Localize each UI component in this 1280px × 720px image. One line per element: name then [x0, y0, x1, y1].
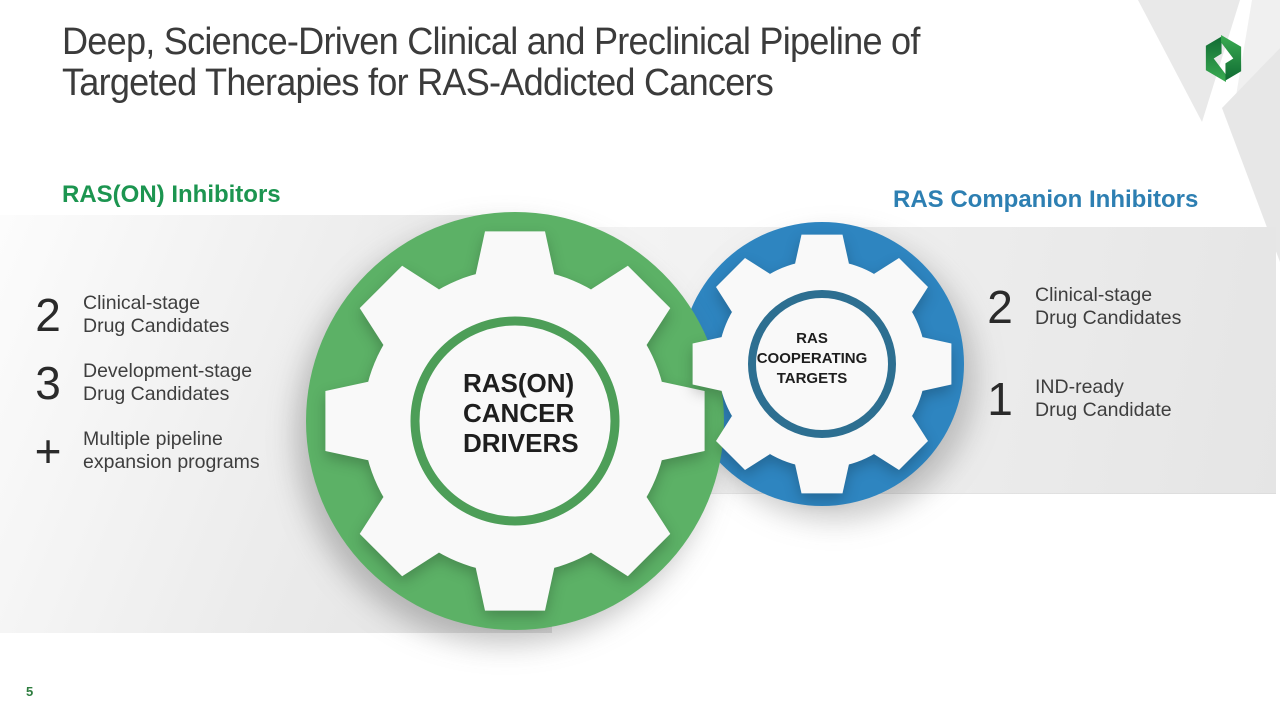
title-line-2: Targeted Therapies for RAS-Addicted Canc… [62, 62, 774, 104]
corner-decoration [1138, 0, 1280, 262]
stat-label: Multiple pipeline expansion programs [83, 428, 260, 473]
blue-gear-label-line1: RAS [796, 330, 828, 347]
corner-facet-2 [1236, 0, 1280, 96]
stat-value: + [34, 425, 62, 477]
green-gear-label-line1: RAS(ON) [463, 368, 575, 398]
green-gear-ring [410, 316, 620, 526]
stat-row: 1 IND-ready Drug Candidate [976, 376, 1181, 422]
stat-label: Clinical-stage Drug Candidates [1035, 284, 1182, 329]
blue-gear-label-line3: TARGETS [776, 370, 848, 387]
stat-value: 1 [987, 373, 1013, 425]
stat-value: 2 [987, 281, 1013, 333]
corner-facet-3 [1222, 48, 1280, 262]
stat-label: Development-stage Drug Candidates [83, 360, 253, 405]
right-stat-list: 2 Clinical-stage Drug Candidates 1 IND-r… [976, 284, 1181, 468]
page-number: 5 [26, 684, 34, 699]
stat-row: 3 Development-stage Drug Candidates [24, 360, 260, 406]
stat-row: + Multiple pipeline expansion programs [24, 428, 260, 474]
stat-value: 3 [35, 357, 61, 409]
corner-facet-1 [1138, 0, 1240, 122]
stat-row: 2 Clinical-stage Drug Candidates [976, 284, 1181, 330]
blue-gear-ring [748, 290, 896, 438]
green-gear-label: RAS(ON) CANCER DRIVERS [463, 368, 579, 458]
stat-label: IND-ready Drug Candidate [1035, 376, 1172, 421]
blue-gear-label-line2: COOPERATING [756, 350, 868, 367]
blue-gear-label: RAS COOPERATING TARGETS [728, 329, 896, 389]
stat-row: 2 Clinical-stage Drug Candidates [24, 292, 260, 338]
left-section-heading: RAS(ON) Inhibitors [62, 181, 281, 208]
stat-label: Clinical-stage Drug Candidates [83, 292, 230, 337]
left-stat-list: 2 Clinical-stage Drug Candidates 3 Devel… [24, 292, 260, 496]
title-line-1: Deep, Science-Driven Clinical and Precli… [62, 21, 920, 63]
logo-left-chevron [1205, 36, 1226, 83]
green-gear-wheel [325, 231, 705, 611]
logo-right-chevron [1221, 34, 1242, 81]
green-gear-label-line3: DRIVERS [463, 428, 579, 458]
company-logo [1205, 34, 1242, 83]
stat-value: 2 [35, 289, 61, 341]
blue-gear-wheel [692, 234, 952, 494]
slide-title: Deep, Science-Driven Clinical and Precli… [62, 22, 920, 104]
right-section-heading: RAS Companion Inhibitors [893, 186, 1199, 213]
green-gear-label-line2: CANCER [463, 398, 575, 428]
